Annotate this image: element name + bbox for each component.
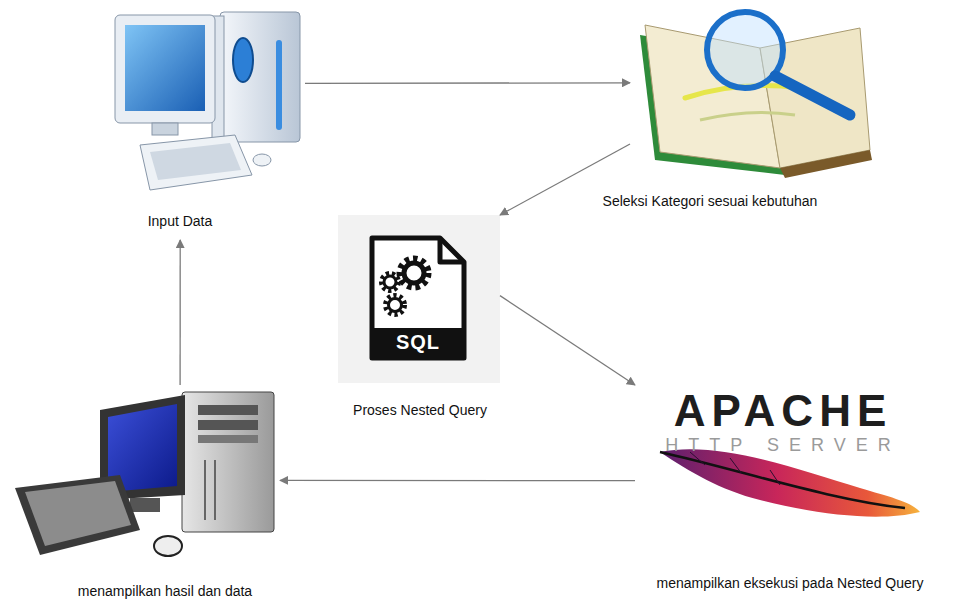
text-line (700, 112, 795, 120)
feather-vane (660, 449, 920, 516)
drive-bay (198, 435, 258, 443)
icon-ground (338, 215, 500, 383)
icon-text: SQL (396, 330, 440, 354)
diagram-node: SQLProses Nested Query (338, 215, 500, 383)
diagram-node: Input Data (110, 8, 305, 240)
keyboard (15, 475, 140, 555)
gear-teeth (382, 274, 398, 290)
logo-subtitle: HTTP SERVER (665, 435, 900, 457)
magnifier-handle (775, 76, 850, 115)
apache-feather (660, 449, 920, 516)
mouse (154, 536, 182, 556)
diagram-node: APACHEHTTP SERVERmenampilkan eksekusi pa… (635, 385, 925, 530)
gear (389, 299, 402, 312)
drive-slot (233, 38, 253, 82)
tower-case (182, 392, 274, 532)
monitor-frame (115, 15, 215, 123)
logo-title: APACHE (674, 385, 893, 438)
feather-strokes (690, 452, 780, 485)
gear-teeth (386, 296, 404, 314)
gear (404, 263, 424, 283)
node-label: Proses Nested Query (353, 402, 487, 419)
node-label: Seleksi Kategori sesuai kebutuhan (603, 193, 818, 210)
gear (384, 276, 396, 288)
file-outline (372, 238, 464, 358)
mouse (253, 154, 271, 166)
label-band (372, 328, 464, 358)
monitor-screen (125, 25, 205, 111)
vent (204, 460, 206, 520)
node-label: Input Data (148, 213, 213, 230)
node-label: menampilkan hasil dan data (78, 583, 252, 600)
file-fold (440, 238, 464, 262)
monitor-stand (130, 498, 160, 512)
diagram-node: menampilkan hasil dan data (10, 385, 280, 565)
monitor-stand (152, 123, 178, 135)
computer-icon (115, 12, 300, 190)
flow-arrow (500, 296, 635, 385)
flow-arrow (179, 240, 180, 385)
keyboard-keys (150, 143, 241, 180)
book-edge (780, 150, 872, 178)
computer-icon (15, 392, 274, 556)
gear-teeth (401, 260, 427, 286)
power-bar (276, 40, 282, 130)
feather-quill (660, 452, 905, 508)
drive-bay (198, 405, 258, 415)
book-icon (640, 12, 872, 178)
vent (214, 460, 216, 520)
flow-arrow (280, 480, 635, 482)
node-label: menampilkan eksekusi pada Nested Query (657, 575, 924, 592)
diagram-node: Seleksi Kategori sesuai kebutuhan (630, 8, 870, 178)
sql-file-icon (338, 215, 500, 383)
keyboard (140, 135, 252, 190)
flow-arrow (305, 82, 630, 84)
drive-bay (198, 420, 258, 430)
tower-case (220, 12, 300, 142)
keyboard-keys (25, 481, 131, 546)
